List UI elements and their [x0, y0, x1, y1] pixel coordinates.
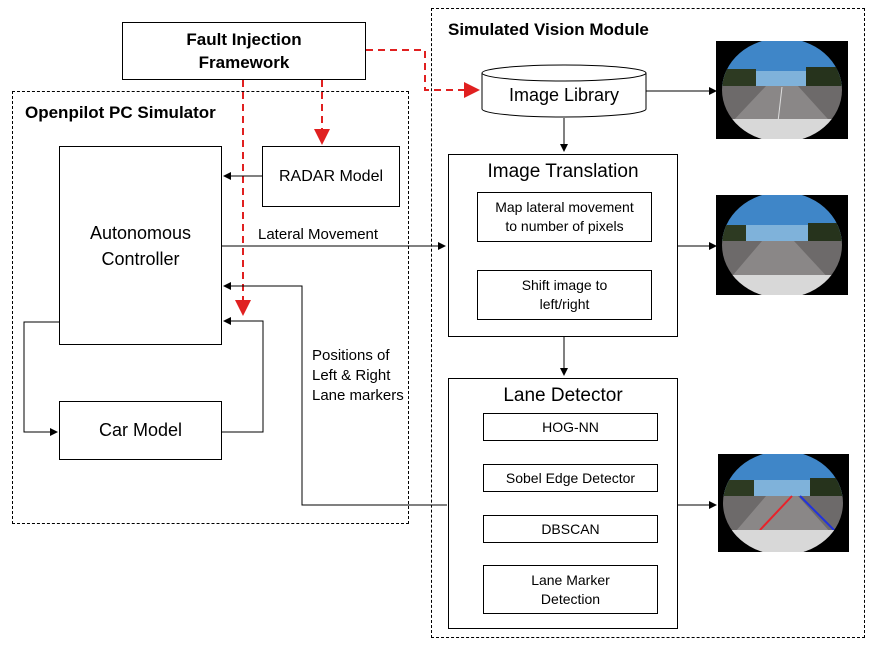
road-image-shifted	[716, 195, 848, 295]
vision-title: Simulated Vision Module	[448, 20, 649, 39]
lane-detector-title: Lane Detector	[503, 385, 623, 406]
image-library-label: Image Library	[508, 85, 620, 105]
car-model-label: Car Model	[98, 420, 183, 440]
image-library-cylinder	[481, 64, 647, 118]
fault-injection-line2: Framework	[198, 53, 290, 72]
openpilot-title: Openpilot PC Simulator	[25, 103, 216, 122]
positions-line3: Lane markers	[312, 387, 404, 404]
hog-nn-box: HOG-NN	[483, 413, 658, 441]
map-lateral-line1: Map lateral movement	[495, 199, 634, 215]
positions-feedback-arrow	[223, 282, 447, 506]
positions-label: Positions of Left & Right Lane markers	[312, 346, 404, 406]
fault-to-image-library-arrow	[366, 49, 480, 98]
autonomous-controller-box: Autonomous Controller	[59, 146, 222, 345]
lane-marker-line1: Lane Marker	[531, 571, 610, 588]
dbscan-box: DBSCAN	[483, 515, 658, 543]
road-image-lane-detection	[718, 454, 849, 552]
fault-injection-line1: Fault Injection	[186, 30, 302, 49]
shift-image-box: Shift image to left/right	[477, 270, 652, 320]
controller-line1: Autonomous	[89, 222, 192, 243]
sobel-edge-box: Sobel Edge Detector	[483, 464, 658, 492]
positions-line1: Positions of	[312, 347, 390, 364]
dbscan-label: DBSCAN	[541, 521, 600, 537]
lane-marker-line2: Detection	[540, 590, 601, 607]
radar-model-box: RADAR Model	[262, 146, 400, 207]
controller-to-car-arrow	[23, 321, 59, 436]
road-image-original	[716, 41, 848, 139]
map-lateral-box: Map lateral movement to number of pixels	[477, 192, 652, 242]
lateral-movement-label: Lateral Movement	[258, 226, 379, 243]
fault-injection-box: Fault Injection Framework	[122, 22, 366, 80]
controller-line2: Controller	[101, 248, 180, 269]
lane-marker-detection-box: Lane Marker Detection	[483, 565, 658, 614]
openpilot-container	[12, 91, 409, 524]
hog-nn-label: HOG-NN	[542, 419, 599, 435]
vision-container	[431, 8, 865, 638]
image-translation-title: Image Translation	[487, 161, 639, 182]
radar-model-label: RADAR Model	[278, 167, 384, 185]
shift-image-line2: left/right	[539, 296, 590, 312]
positions-line2: Left & Right	[312, 367, 391, 384]
sobel-edge-label: Sobel Edge Detector	[505, 470, 636, 486]
car-to-controller-arrow	[222, 317, 264, 433]
map-lateral-line2: to number of pixels	[505, 218, 624, 234]
car-model-box: Car Model	[59, 401, 222, 460]
shift-image-line1: Shift image to	[521, 277, 608, 293]
